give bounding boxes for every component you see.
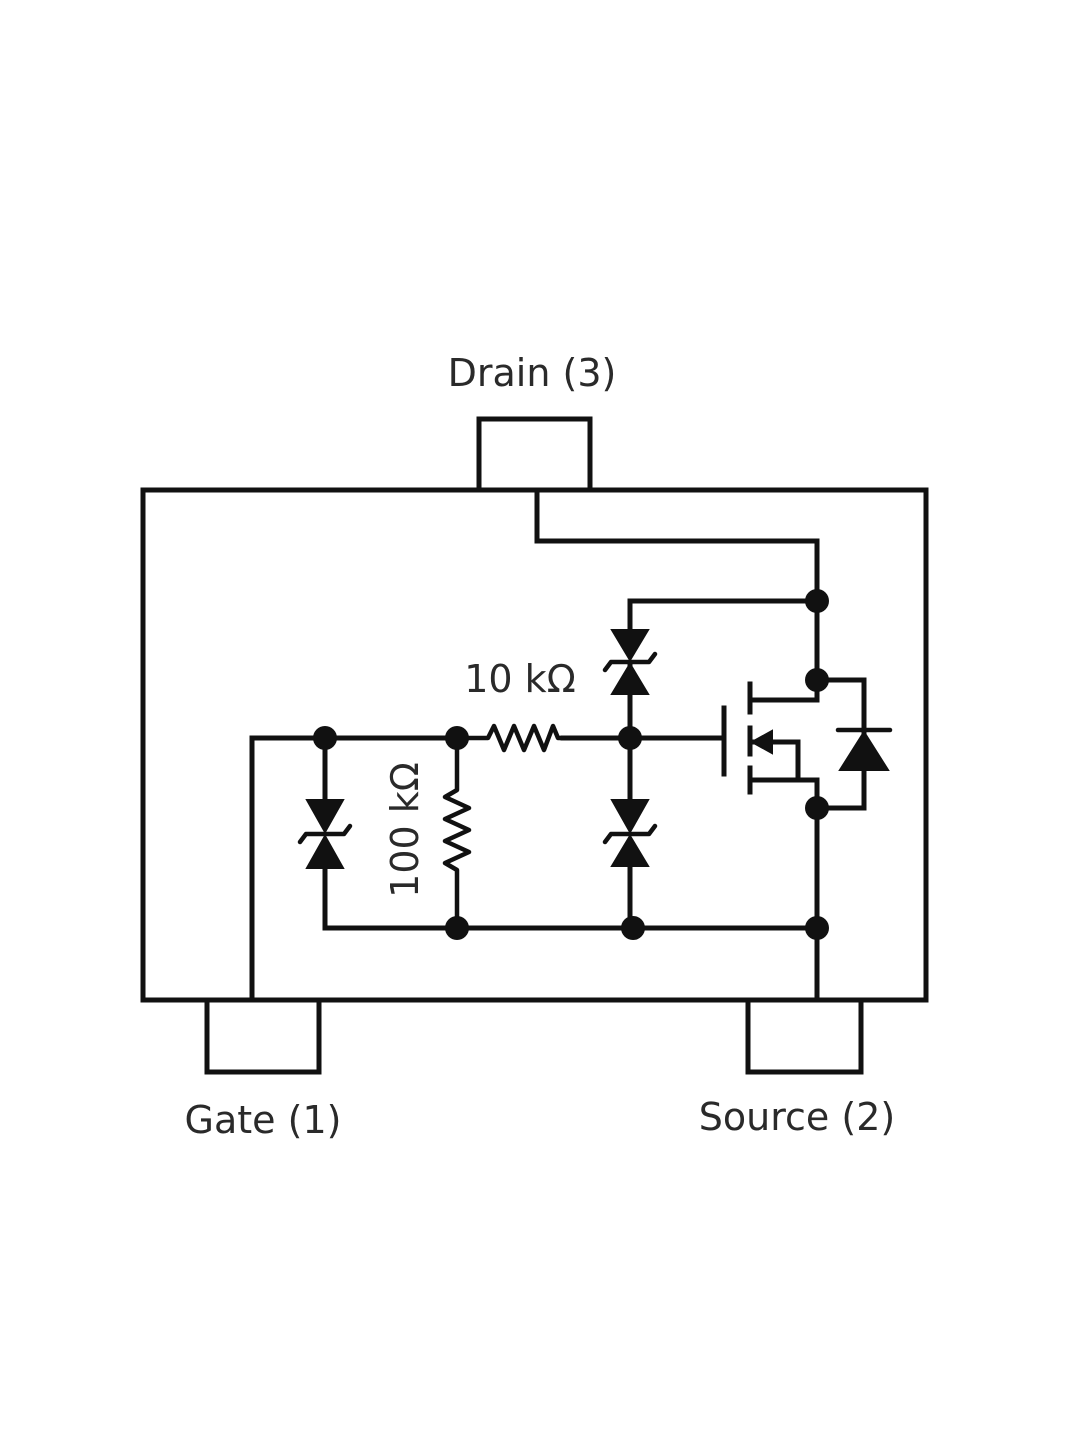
resistor-100k <box>442 735 472 931</box>
mosfet-transistor-icon <box>721 677 820 811</box>
gate-source-zener-diode-icon <box>602 799 658 867</box>
gate-pin-label: Gate (1) <box>185 1098 342 1142</box>
resistor-10k-label: 10 kΩ <box>464 657 575 701</box>
junction-dot <box>618 726 642 750</box>
body-diode-icon <box>814 677 893 811</box>
source-bus-wire <box>322 865 820 931</box>
drain-gate-zener-diode-icon <box>602 629 658 695</box>
junction-dot <box>445 916 469 940</box>
junction-dot <box>445 726 469 750</box>
drain-pin-label: Drain (3) <box>448 351 617 395</box>
junction-dots <box>313 589 829 940</box>
junction-dot <box>313 726 337 750</box>
drain-to-zener-wire <box>627 598 820 633</box>
drain-pin <box>476 416 593 493</box>
drain-wire <box>534 487 820 683</box>
gate-wire <box>249 735 460 1003</box>
source-pin <box>745 997 864 1075</box>
source-pin-label: Source (2) <box>699 1095 895 1139</box>
junction-dot <box>805 916 829 940</box>
junction-dot <box>621 916 645 940</box>
gate-pin <box>204 997 322 1075</box>
gate-zener-diode-icon <box>297 799 353 869</box>
junction-dot <box>805 589 829 613</box>
junction-dot <box>805 796 829 820</box>
resistor-10k <box>454 723 566 753</box>
junction-dot <box>805 668 829 692</box>
resistor-100k-label: 100 kΩ <box>383 762 427 898</box>
